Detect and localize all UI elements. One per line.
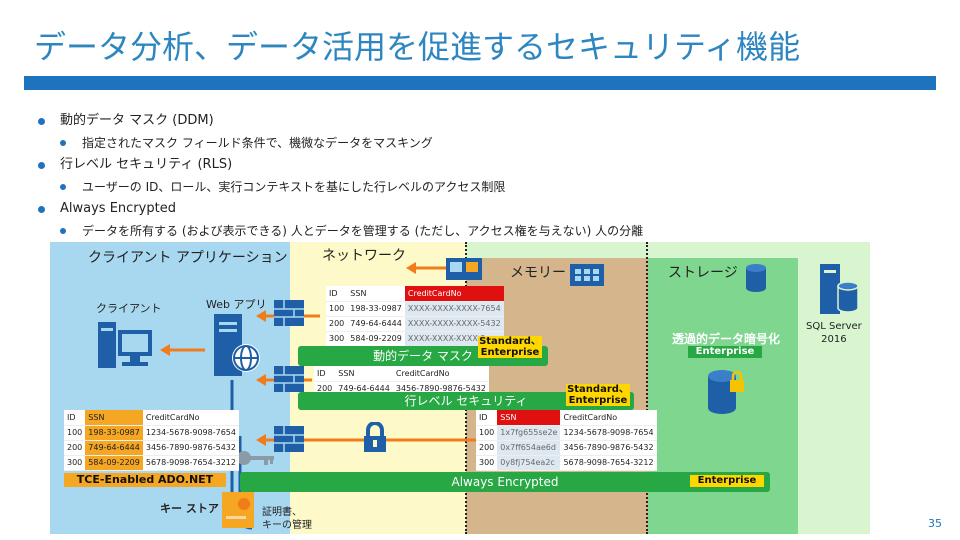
rls-edition-badge: Standard、 Enterprise (566, 384, 630, 406)
table-cell: 100 (64, 425, 86, 441)
table-cell: ID (476, 410, 498, 426)
zone-label-network: ネットワーク (322, 248, 406, 264)
table-cell: 300 (64, 455, 86, 471)
bar-always-encrypted: Always Encrypted (240, 472, 770, 492)
bullet-ddm-detail: 指定されたマスク フィールド条件で、機微なデータをマスキング (36, 134, 643, 156)
zone-memory-top (466, 242, 648, 258)
table-cell: 0y8fj754ea2c (497, 455, 561, 471)
label-sql-server: SQL Server 2016 (806, 321, 862, 345)
encrypted-database-icon (708, 370, 744, 414)
table-cell: 100 (326, 301, 348, 317)
zone-label-client: クライアント アプリケーション (88, 250, 288, 266)
table-cell: 200 (64, 440, 86, 456)
table-cell: 5678-9098-7654-3212 (142, 455, 239, 471)
certificate-icon (222, 492, 254, 528)
table-cell: 584-09-2209 (347, 331, 405, 347)
table-cell: 749-64-6444 (347, 316, 405, 332)
table-cell: CreditCardNo (392, 366, 489, 382)
page-number: 35 (928, 517, 942, 530)
zone-storage-top (648, 242, 798, 258)
bullet-always-encrypted: Always Encrypted (36, 200, 643, 222)
table-cell: 749-64-6444 (85, 440, 143, 456)
zone-label-storage: ストレージ (668, 265, 738, 281)
table-cell: 0x7ff654ae6d (497, 440, 561, 456)
bar-rls: 行レベル セキュリティ (298, 392, 634, 410)
key-icon (237, 451, 274, 465)
memory-chip-icon (570, 264, 604, 286)
label-webapp: Web アプリ (206, 298, 267, 311)
table-cell: 584-09-2209 (85, 455, 143, 471)
table-cell: SSN (347, 286, 405, 302)
table-cell: CreditCardNo (142, 410, 239, 426)
lock-icon (364, 422, 386, 452)
table-cell: 300 (476, 455, 498, 471)
bullet-list: 動的データ マスク (DDM) 指定されたマスク フィールド条件で、機微なデータ… (36, 112, 643, 244)
table-cell: XXXX-XXXX-XXXX-7654 (404, 301, 504, 317)
bullet-rls-detail: ユーザーの ID、ロール、実行コンテキストを基にした行レベルのアクセス制限 (36, 178, 643, 200)
bullet-rls: 行レベル セキュリティ (RLS) (36, 156, 643, 178)
title-underline (24, 76, 936, 90)
table-cell: 198-33-0987 (85, 425, 143, 441)
table-cell: 300 (326, 331, 348, 347)
table-cell: 200 (326, 316, 348, 332)
table-cell: ID (326, 286, 348, 302)
table-cell: SSN (497, 410, 561, 426)
table-cell: CreditCardNo (404, 286, 504, 302)
tde-edition-badge: Enterprise (688, 346, 762, 358)
storage-disk-icon (746, 264, 766, 292)
table-cell: 200 (476, 440, 498, 456)
table-cell: SSN (85, 410, 143, 426)
table-cell: ID (314, 366, 336, 382)
table-cell: ID (64, 410, 86, 426)
web-app-server-icon (214, 314, 260, 376)
table-cell: 100 (476, 425, 498, 441)
label-client: クライアント (96, 302, 162, 315)
table-cell: 5678-9098-7654-3212 (560, 455, 657, 471)
page-title: データ分析、データ活用を促進するセキュリティ機能 (34, 28, 801, 66)
table-cell: 3456-7890-9876-5432 (142, 440, 239, 456)
client-computer-icon (98, 322, 152, 368)
label-cert-management: 証明書、 キーの管理 (262, 507, 312, 531)
table-cell: CreditCardNo (560, 410, 657, 426)
firewall-icon-ae (274, 426, 304, 452)
bar-tce-enabled: TCE-Enabled ADO.NET (64, 473, 226, 487)
label-keystore: キー ストア (160, 502, 219, 515)
table-cell: 1234-5678-9098-7654 (142, 425, 239, 441)
table-cell: 1x7fg655se2e (497, 425, 561, 441)
sql-server-icon (820, 264, 859, 314)
table-cell: SSN (335, 366, 393, 382)
firewall-icon-ddm (274, 300, 304, 326)
table-cell: 3456-7890-9876-5432 (560, 440, 657, 456)
table-cell: XXXX-XXXX-XXXX-5432 (404, 316, 504, 332)
table-cell: 1234-5678-9098-7654 (560, 425, 657, 441)
label-tde: 透過的データ暗号化 (672, 332, 781, 346)
bullet-ddm: 動的データ マスク (DDM) (36, 112, 643, 134)
firewall-icon-rls (274, 366, 304, 392)
network-card-icon (446, 258, 482, 280)
bullet-always-encrypted-detail: データを所有する (および表示できる) 人とデータを管理する (ただし、アクセス… (36, 222, 643, 244)
memory-storage-divider (646, 242, 648, 534)
ddm-edition-badge: Standard、 Enterprise (478, 336, 542, 358)
table-cell: 198-33-0987 (347, 301, 405, 317)
ae-edition-badge: Enterprise (690, 475, 764, 487)
zone-label-memory: メモリー (510, 265, 566, 281)
